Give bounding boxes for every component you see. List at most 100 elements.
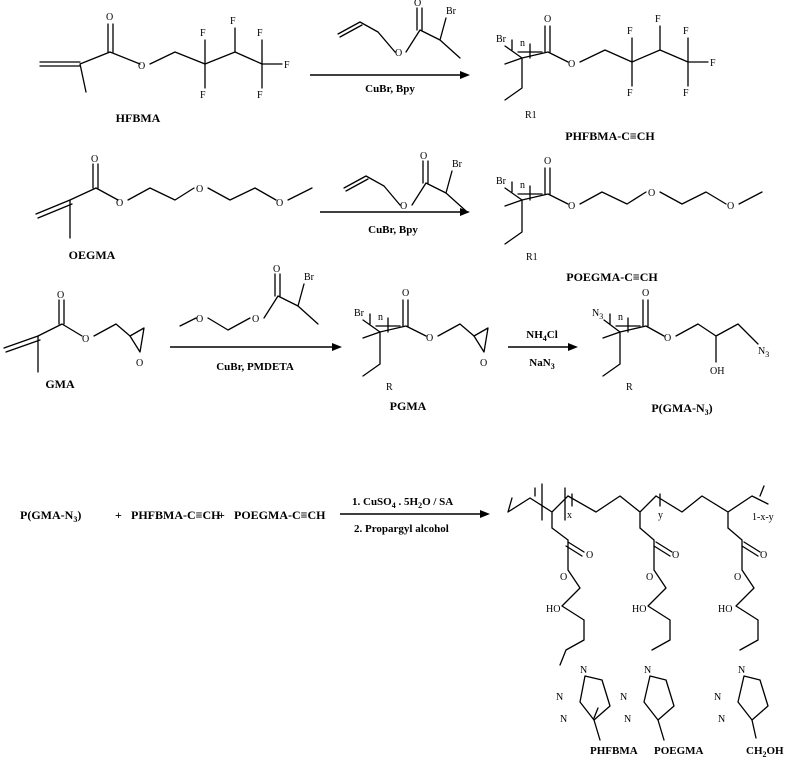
- svg-text:O: O: [760, 550, 767, 561]
- svg-text:N: N: [556, 692, 563, 703]
- final-reactant-3: POEGMA-C≡CH: [234, 508, 326, 522]
- svg-text:N3: N3: [758, 346, 769, 359]
- poegma-structure: Br n O O R1 O O: [496, 156, 763, 263]
- condition-1: CuBr, Bpy: [365, 83, 415, 95]
- svg-text:POEGMA: POEGMA: [654, 745, 704, 757]
- svg-text:O: O: [273, 264, 280, 275]
- svg-text:OH: OH: [710, 366, 724, 377]
- condition-2: CuBr, Bpy: [368, 224, 418, 236]
- svg-text:O: O: [395, 48, 402, 59]
- phfbma-structure: Br n O O R1 F F F F F F: [496, 14, 716, 121]
- condition-4-top: NH4Cl: [526, 329, 558, 343]
- svg-text:O: O: [400, 201, 407, 212]
- svg-text:F: F: [200, 28, 206, 39]
- initiator-structure-2: O O Br: [343, 151, 467, 212]
- svg-text:F: F: [683, 26, 689, 37]
- svg-text:O: O: [402, 288, 409, 299]
- final-reactant-2: PHFBMA-C≡CH: [131, 508, 221, 522]
- gma-structure: O O O: [3, 290, 145, 373]
- svg-text:O: O: [91, 154, 98, 165]
- svg-text:n: n: [520, 38, 525, 49]
- svg-text:N: N: [580, 665, 587, 676]
- svg-text:R: R: [626, 382, 633, 393]
- svg-text:F: F: [710, 58, 716, 69]
- svg-text:n: n: [378, 312, 383, 323]
- svg-text:F: F: [257, 90, 263, 101]
- svg-text:N: N: [714, 692, 721, 703]
- terpolymer-structure: x y 1-x-y O O HO N N N PHFBMA O O HO N N…: [507, 483, 784, 759]
- product-label-poegma: POEGMA-C≡CH: [566, 270, 658, 284]
- svg-text:HO: HO: [632, 604, 646, 615]
- svg-text:y: y: [658, 510, 663, 521]
- reactant-label-oegma: OEGMA: [69, 248, 116, 262]
- svg-text:1-x-y: 1-x-y: [752, 512, 774, 523]
- svg-text:F: F: [230, 16, 236, 27]
- svg-text:O: O: [136, 358, 143, 369]
- svg-text:N: N: [620, 692, 627, 703]
- condition-3: CuBr, PMDETA: [216, 361, 294, 373]
- product-label-pgma-n3: P(GMA-N3): [651, 401, 712, 417]
- svg-text:O: O: [196, 314, 203, 325]
- svg-text:Br: Br: [452, 159, 463, 170]
- final-reactant-1: P(GMA-N3): [20, 508, 81, 524]
- svg-text:Br: Br: [446, 6, 457, 17]
- svg-text:N3: N3: [592, 308, 603, 321]
- svg-text:O: O: [664, 333, 671, 344]
- svg-text:HO: HO: [718, 604, 732, 615]
- svg-text:O: O: [420, 151, 427, 162]
- condition-4-bottom: NaN3: [529, 357, 554, 371]
- svg-text:N: N: [624, 714, 631, 725]
- svg-text:F: F: [257, 28, 263, 39]
- initiator-structure: O O Br: [337, 0, 461, 59]
- svg-text:O: O: [276, 198, 283, 209]
- svg-text:O: O: [106, 12, 113, 23]
- pgma-structure: Br n O O R O: [354, 288, 489, 393]
- svg-text:O: O: [414, 0, 421, 9]
- svg-text:Br: Br: [354, 308, 365, 319]
- svg-text:N: N: [738, 665, 745, 676]
- svg-text:n: n: [618, 312, 623, 323]
- reactant-label-gma: GMA: [45, 377, 75, 391]
- svg-text:R1: R1: [525, 110, 537, 121]
- arrow-head-4: [568, 343, 578, 351]
- svg-text:F: F: [655, 14, 661, 25]
- pendant-ch2oh: CH2OH: [746, 745, 784, 759]
- svg-text:x: x: [567, 510, 572, 521]
- svg-text:O: O: [568, 59, 575, 70]
- svg-text:O: O: [252, 314, 259, 325]
- svg-text:n: n: [520, 180, 525, 191]
- svg-text:O: O: [138, 61, 145, 72]
- svg-text:HO: HO: [546, 604, 560, 615]
- svg-text:N: N: [718, 714, 725, 725]
- svg-text:N: N: [560, 714, 567, 725]
- svg-text:O: O: [646, 572, 653, 583]
- svg-text:O: O: [116, 198, 123, 209]
- svg-text:O: O: [568, 201, 575, 212]
- reactant-label-hfbma: HFBMA: [116, 111, 161, 125]
- arrow-head-2: [460, 208, 470, 216]
- plus-1: +: [115, 508, 122, 522]
- svg-text:O: O: [560, 572, 567, 583]
- pgma-n3-structure: N3 n O O R OH N3: [592, 288, 769, 393]
- final-condition-2: 2. Propargyl alcohol: [354, 523, 449, 535]
- oegma-structure: O O O O: [35, 154, 313, 239]
- svg-text:F: F: [627, 88, 633, 99]
- intermediate-label-pgma: PGMA: [390, 399, 427, 413]
- svg-text:O: O: [672, 550, 679, 561]
- svg-text:Br: Br: [304, 272, 315, 283]
- svg-text:O: O: [544, 14, 551, 25]
- final-condition-1: 1. CuSO4 . 5H2O / SA: [352, 496, 453, 510]
- svg-text:O: O: [82, 334, 89, 345]
- svg-text:O: O: [727, 201, 734, 212]
- svg-text:O: O: [57, 290, 64, 301]
- svg-text:O: O: [586, 550, 593, 561]
- initiator-structure-3: O O O Br: [179, 264, 319, 331]
- svg-text:F: F: [683, 88, 689, 99]
- svg-text:O: O: [734, 572, 741, 583]
- svg-text:PHFBMA: PHFBMA: [590, 745, 638, 757]
- svg-text:O: O: [544, 156, 551, 167]
- svg-text:F: F: [284, 60, 290, 71]
- svg-text:O: O: [480, 358, 487, 369]
- svg-text:R: R: [386, 382, 393, 393]
